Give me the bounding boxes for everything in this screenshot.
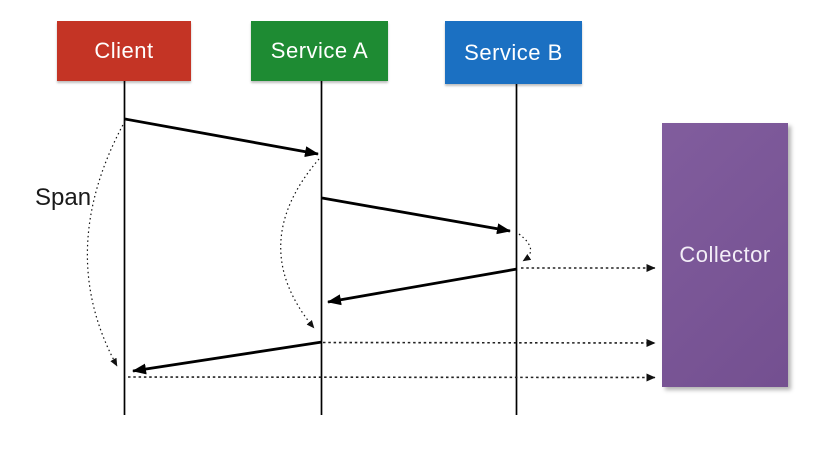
arrow-service-b-to-service-a: [327, 267, 518, 306]
actor-label-service-a: Service A: [270, 38, 369, 63]
actor-box-service-b: Service B: [445, 21, 582, 84]
arrow-service-a-to-client: [132, 340, 323, 375]
arrow-client-to-service-a: [124, 117, 319, 158]
actor-label-service-b: Service B: [464, 39, 563, 65]
actor-box-client: Client: [57, 21, 191, 81]
span-bracket-service-a: [280, 158, 320, 329]
collector-box: Collector: [662, 123, 788, 387]
actor-label-client: Client: [94, 38, 154, 63]
span-bracket-client: [86, 120, 126, 367]
arrow-service-a-to-collector: [322, 338, 656, 347]
span-bracket-service-b: [518, 233, 532, 262]
arrow-service-a-to-service-b: [321, 196, 511, 235]
arrow-client-to-collector: [127, 373, 656, 382]
actor-box-service-a: Service A: [251, 21, 388, 81]
span-label: Span: [35, 184, 92, 211]
collector-label: Collector: [679, 242, 771, 267]
